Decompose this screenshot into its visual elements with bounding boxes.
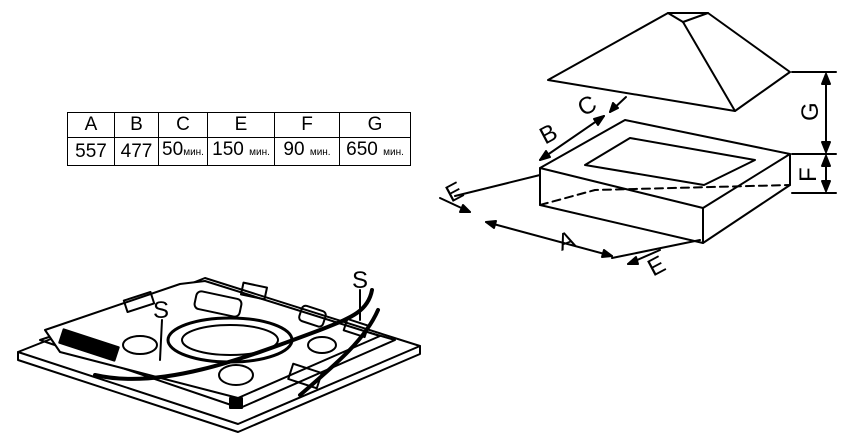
value-g: 650 мин. [339, 137, 411, 166]
s-leaders [159, 289, 361, 361]
value-a: 557 [67, 137, 115, 166]
height-dimensions [791, 71, 837, 194]
side-clearance-dimensions [439, 197, 661, 265]
value-b-number: 477 [120, 140, 153, 162]
label-g: G [797, 102, 824, 121]
table-value-row: 557 477 50мин. 150 мин. 90 мин. 650 мин. [67, 137, 411, 166]
value-f-number: 90 [283, 139, 310, 160]
value-f-unit: мин. [309, 147, 331, 158]
header-a: A [67, 112, 115, 138]
value-e-unit: мин. [249, 147, 270, 158]
label-s-left: S [153, 297, 169, 324]
value-g-unit: мин. [383, 147, 404, 158]
value-e-number: 150 [212, 139, 250, 160]
label-f: F [795, 167, 822, 182]
hob-body [17, 277, 421, 433]
offset-dimension [609, 96, 627, 113]
header-e: E [207, 112, 275, 138]
table-header-row: A B C E F G [67, 112, 411, 138]
value-b: 477 [114, 137, 159, 166]
label-s-right: S [352, 267, 368, 294]
header-b: B [114, 112, 159, 138]
width-dimension [454, 174, 701, 259]
depth-dimension [539, 115, 605, 161]
value-a-number: 557 [75, 140, 107, 162]
cooker-hood [547, 12, 791, 112]
value-c-unit: мин. [183, 147, 204, 158]
value-g-number: 650 [346, 139, 384, 160]
dimensions-table: A B C E F G 557 477 50мин. 150 мин. 90 м… [67, 112, 411, 166]
value-e: 150 мин. [207, 137, 275, 166]
value-c-number: 50 [162, 139, 184, 160]
value-f: 90 мин. [274, 137, 340, 166]
value-c: 50мин. [158, 137, 208, 166]
hob-plane [539, 119, 791, 244]
